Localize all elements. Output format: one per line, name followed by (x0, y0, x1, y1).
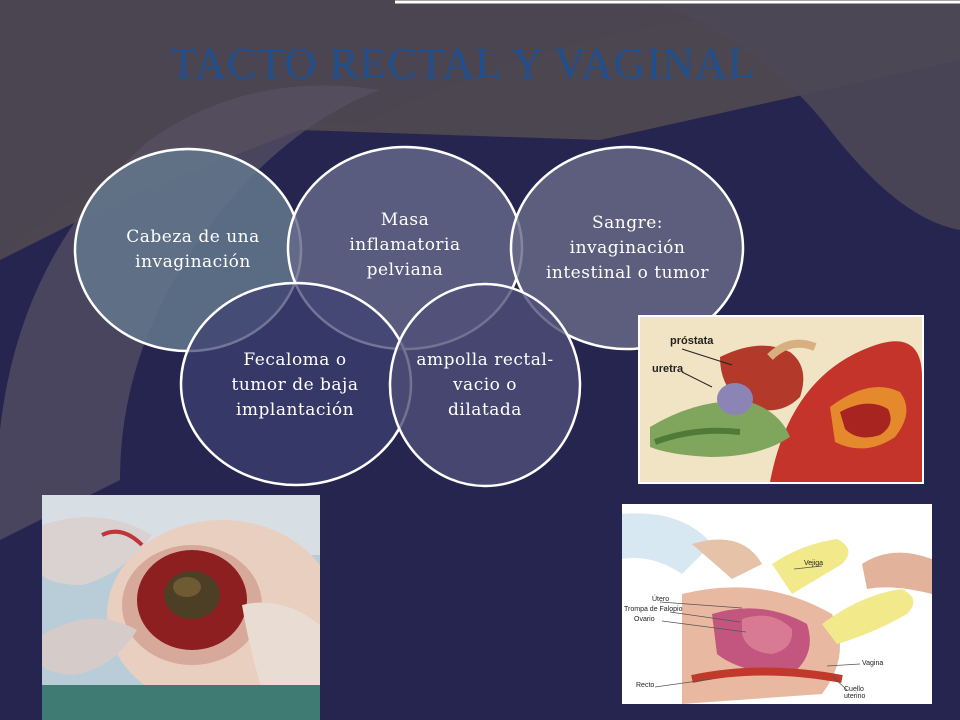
top-swoosh-shape (0, 0, 960, 260)
pelvic-exam-image: Vejiga Útero Trompa de Falopio Ovario Re… (622, 504, 932, 704)
circle-3-text: Sangre: invaginación intestinal o tumor (545, 212, 710, 283)
clinical-photo-illustration (42, 495, 320, 720)
cervix-label: Cuello uterino (844, 686, 866, 700)
fallopian-tube-label: Trompa de Falopio (624, 606, 683, 613)
circle-3 (509, 145, 745, 351)
vagina-label: Vagina (862, 660, 884, 667)
ovary-label: Ovario (634, 616, 655, 623)
circle-4-text: Fecaloma o tumor de baja implantación (231, 349, 359, 420)
circle-5-text: ampolla rectal- vacio o dilatada (416, 349, 554, 420)
circle-2-text: Masa inflamatoria pelviana (349, 209, 461, 280)
circle-1-text: Cabeza de una invaginación (126, 227, 260, 272)
pelvic-exam-illustration (622, 504, 932, 704)
clinical-photo (42, 495, 320, 720)
bladder-label: Vejiga (804, 560, 824, 567)
right-swoosh-shape (650, 0, 960, 230)
urethra-label: uretra (652, 363, 684, 375)
uterus-label: Útero (652, 596, 670, 603)
slide-title: TACTO RECTAL Y VAGINAL (170, 39, 756, 88)
prostate-anatomy-image: próstata uretra (638, 315, 924, 484)
rectum-label: Recto (636, 682, 655, 689)
prostate-label: próstata (670, 335, 714, 347)
prostate-illustration (640, 317, 922, 482)
circle-5 (388, 282, 582, 488)
